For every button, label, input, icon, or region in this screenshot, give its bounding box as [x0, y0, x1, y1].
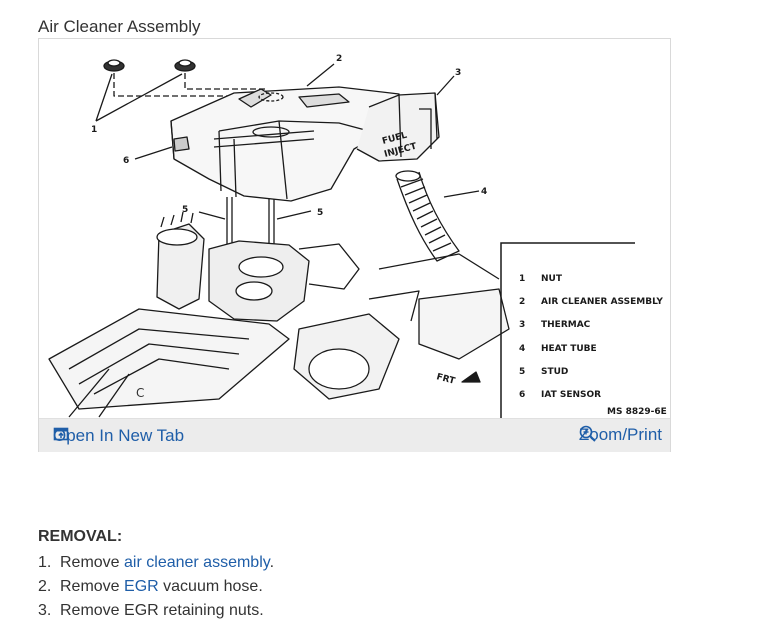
- removal-steps: 1. Remove air cleaner assembly. 2. Remove …: [38, 551, 274, 623]
- nut-right: [174, 59, 196, 72]
- callout-1: 1: [91, 125, 97, 135]
- legend-num-6: 6: [519, 390, 525, 400]
- egr-link[interactable]: EGR: [124, 578, 159, 595]
- callout-4: 4: [481, 187, 487, 197]
- nut-left: [103, 59, 125, 72]
- c-label: C: [136, 386, 144, 400]
- legend-num-2: 2: [519, 297, 525, 307]
- legend: 1 NUT 2 AIR CLEANER ASSEMBLY 3 THERMAC 4…: [519, 274, 667, 417]
- step-number: 1.: [38, 554, 52, 571]
- removal-heading: REMOVAL:: [38, 528, 123, 545]
- air-cleaner-assembly-link[interactable]: air cleaner assembly: [124, 554, 270, 571]
- step-text: Remove: [60, 578, 125, 595]
- removal-step-3: 3. Remove EGR retaining nuts.: [38, 599, 274, 623]
- open-in-new-tab-link[interactable]: Open In New Tab: [53, 426, 184, 446]
- legend-label-6: IAT SENSOR: [541, 390, 601, 400]
- page-title: Air Cleaner Assembly: [38, 17, 201, 36]
- callout-5-right: 5: [317, 208, 323, 218]
- legend-label-3: THERMAC: [541, 320, 591, 330]
- step-text-end: .: [269, 554, 275, 571]
- callout-3: 3: [455, 68, 461, 78]
- zoom-print-link[interactable]: Zoom/Print: [579, 425, 662, 445]
- legend-box: [500, 242, 635, 418]
- legend-label-2: AIR CLEANER ASSEMBLY: [541, 297, 663, 307]
- removal-step-2: 2. Remove EGR vacuum hose.: [38, 575, 274, 599]
- legend-num-3: 3: [519, 320, 525, 330]
- legend-num-1: 1: [519, 274, 525, 284]
- step-text: Remove: [60, 554, 125, 571]
- air-cleaner-diagram: 1 2 3 4 5 5 6 FUEL INJECT FRT C 1 NUT 2 …: [48, 54, 667, 418]
- callout-2: 2: [336, 54, 342, 64]
- step-text: Remove EGR retaining nuts.: [60, 602, 264, 619]
- open-in-new-tab-label: Open In New Tab: [53, 426, 185, 445]
- diagram-figure: 1 2 3 4 5 5 6 FUEL INJECT FRT C 1 NUT 2 …: [38, 38, 671, 452]
- legend-num-5: 5: [519, 367, 525, 377]
- diagram-code: MS 8829-6E: [607, 407, 667, 417]
- zoom-print-label: Zoom/Print: [578, 425, 662, 444]
- frt-label: FRT: [435, 372, 457, 387]
- legend-num-4: 4: [519, 344, 525, 354]
- legend-label-1: NUT: [541, 274, 563, 284]
- removal-step-1: 1. Remove air cleaner assembly.: [38, 551, 274, 575]
- legend-label-5: STUD: [541, 367, 568, 377]
- step-number: 2.: [38, 578, 52, 595]
- step-number: 3.: [38, 602, 52, 619]
- callout-5-left: 5: [182, 205, 188, 215]
- open-in-new-tab-icon: [53, 427, 69, 441]
- legend-label-4: HEAT TUBE: [541, 344, 597, 354]
- zoom-in-icon: [579, 425, 596, 442]
- step-text-end: vacuum hose.: [158, 578, 263, 595]
- callout-6: 6: [123, 156, 129, 166]
- figure-footer: Open In New Tab Zoom/Print: [39, 418, 670, 452]
